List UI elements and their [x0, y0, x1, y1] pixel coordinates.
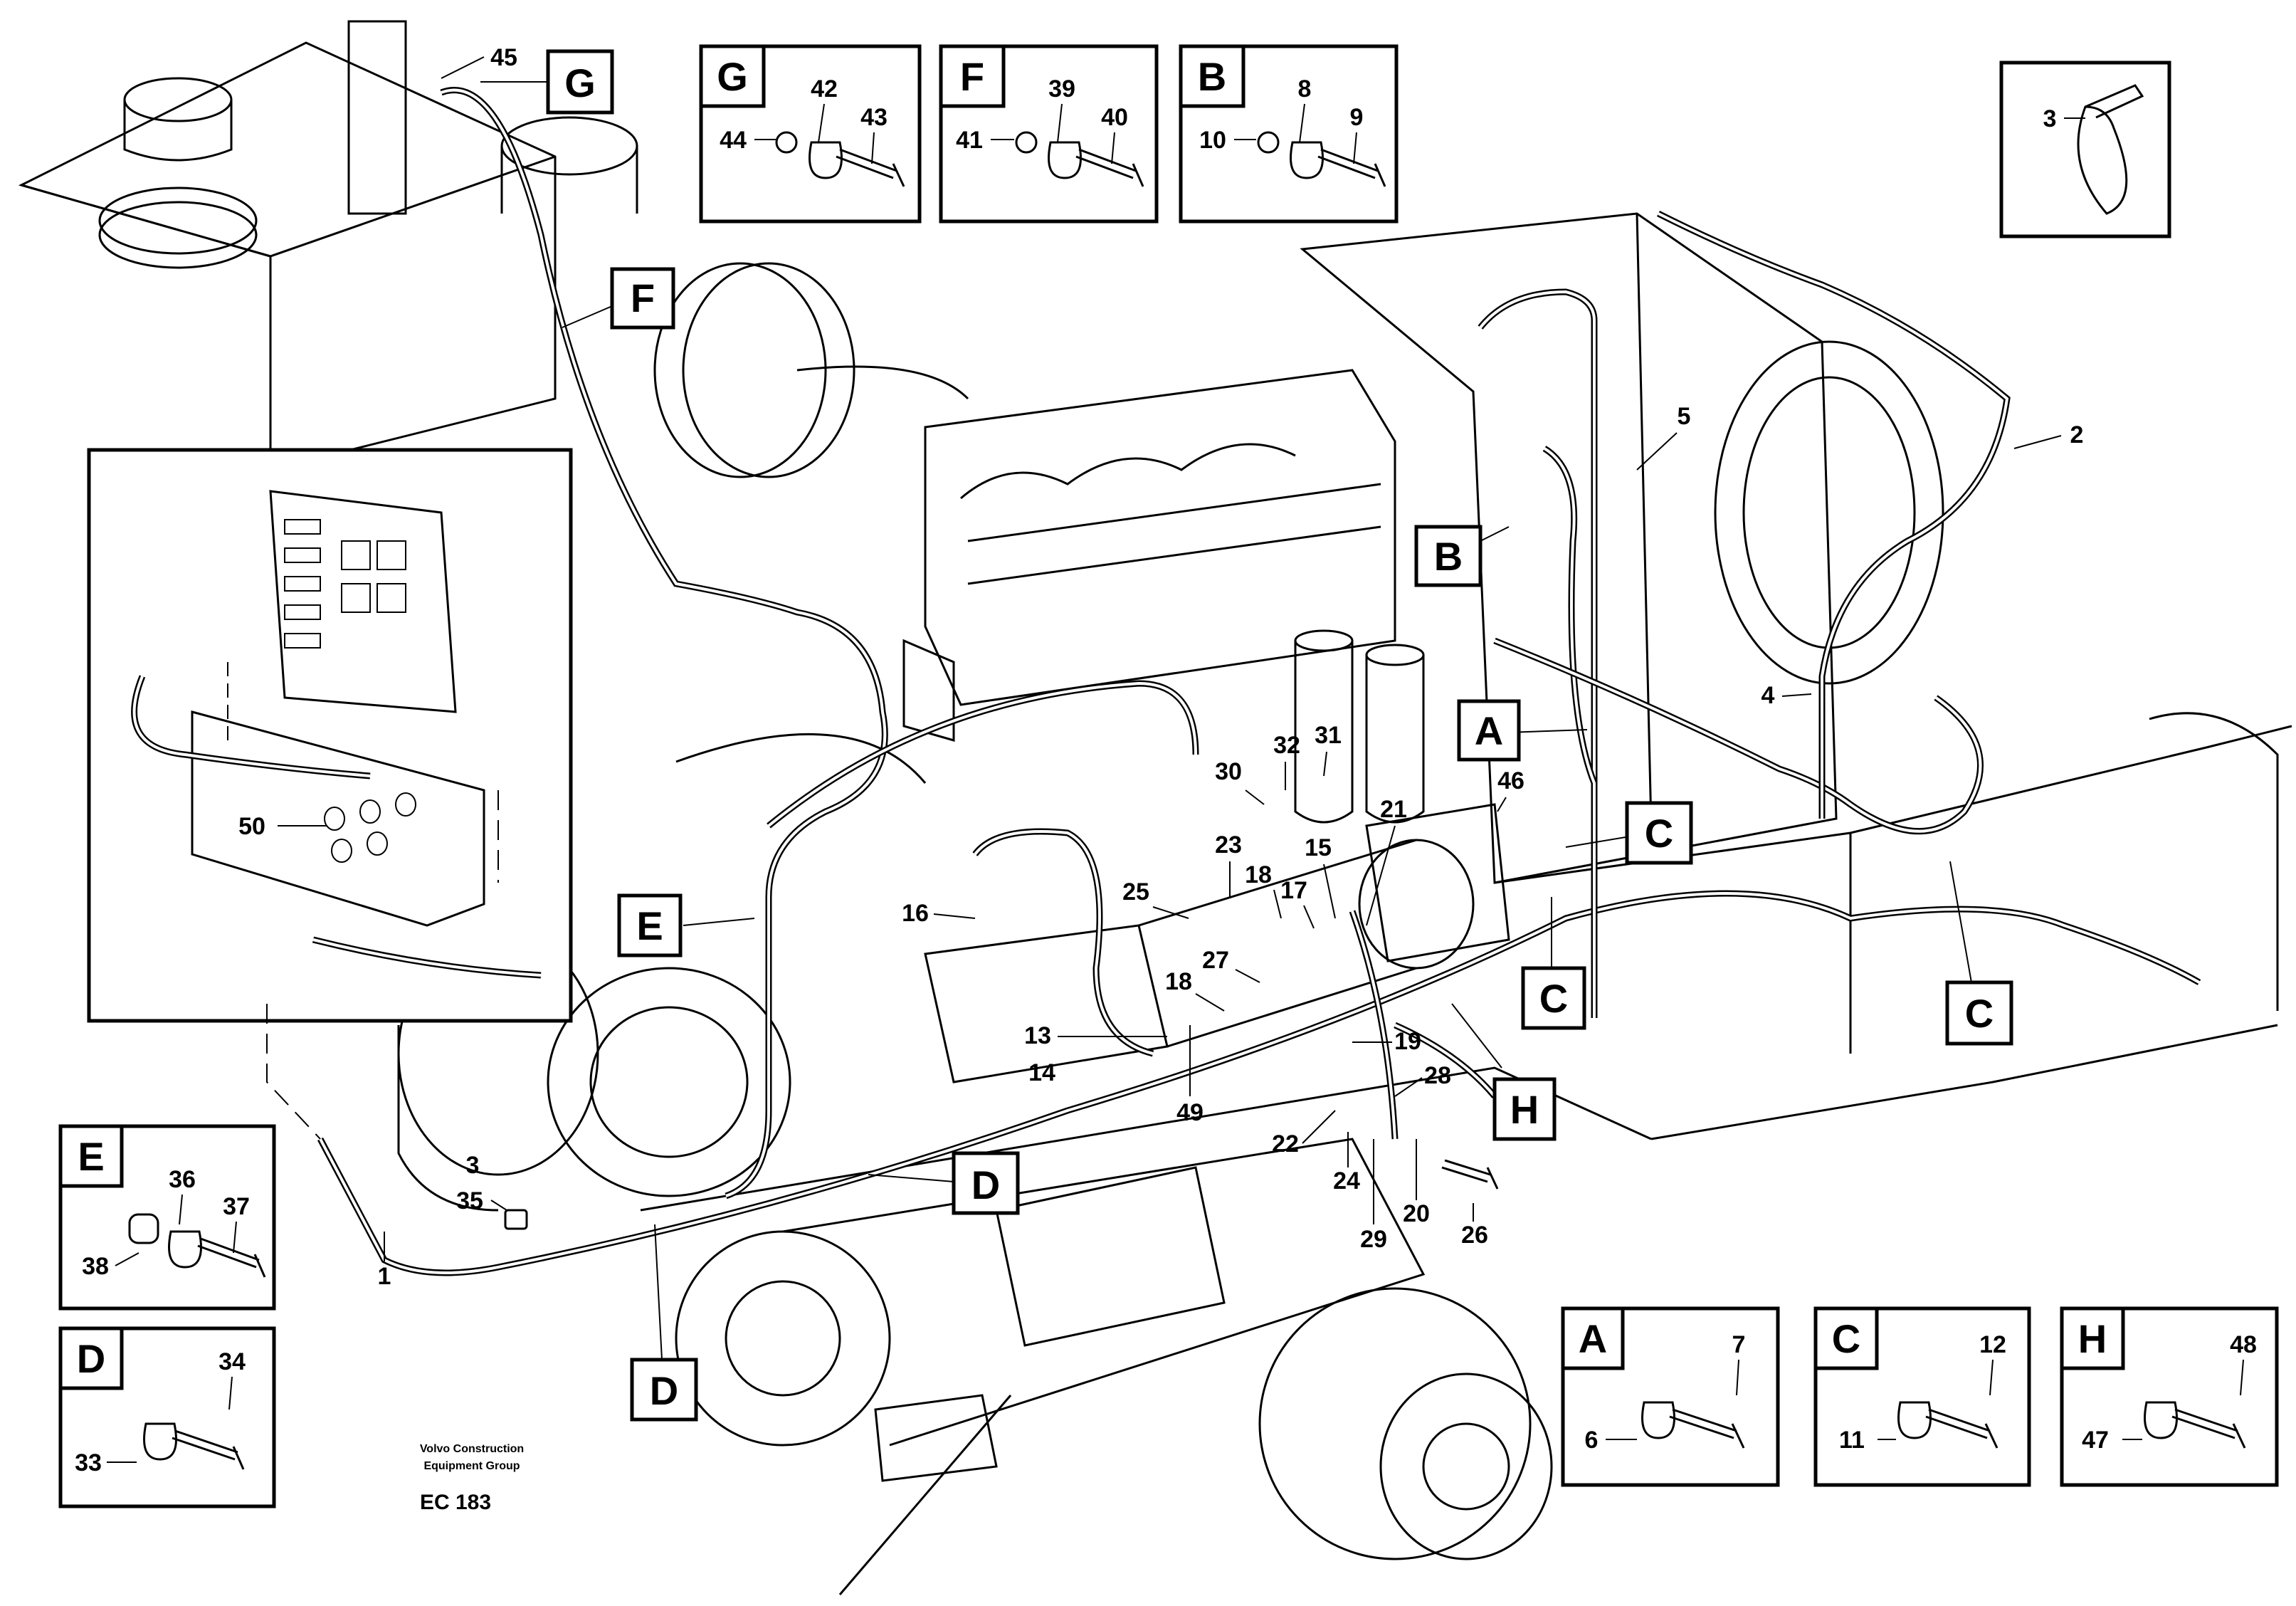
tag-d1-letter: D — [971, 1162, 1000, 1207]
detail-g-letter: G — [717, 54, 748, 99]
detail-d-num-2: 33 — [75, 1449, 102, 1476]
callout-27: 27 — [1202, 947, 1229, 974]
detail-f-num-1: 39 — [1048, 75, 1075, 103]
detail-tie-num-1: 3 — [2043, 105, 2057, 132]
detail-d-num-1: 34 — [218, 1348, 246, 1375]
callout-15: 15 — [1305, 834, 1332, 861]
callout-18b: 18 — [1165, 968, 1192, 995]
detail-box-cable-tie: 3 — [1999, 61, 2171, 238]
detail-e-num-2: 37 — [223, 1193, 250, 1220]
detail-b-num-2: 9 — [1350, 104, 1364, 131]
detail-c-num-1: 12 — [1979, 1331, 2006, 1358]
tag-c2-letter: C — [1539, 976, 1568, 1021]
callout-45: 45 — [490, 44, 517, 71]
callout-13: 13 — [1024, 1022, 1051, 1049]
tag-c1-letter: C — [1645, 811, 1673, 856]
callout-32: 32 — [1273, 732, 1300, 759]
detail-g-num-3: 44 — [720, 127, 747, 154]
detail-a-num-2: 6 — [1585, 1427, 1599, 1454]
tag-d2-letter: D — [650, 1368, 678, 1413]
detail-e-num-3: 38 — [82, 1253, 109, 1280]
detail-h-num-1: 48 — [2230, 1331, 2257, 1358]
tag-c3-letter: C — [1965, 991, 1994, 1036]
callout-19: 19 — [1394, 1028, 1421, 1055]
detail-h-num-2: 47 — [2082, 1427, 2109, 1454]
detail-box-h: H 48 47 — [2060, 1306, 2279, 1487]
detail-box-a: A 7 6 — [1561, 1306, 1780, 1487]
detail-box-c: C 12 11 — [1813, 1306, 2031, 1487]
detail-d-letter: D — [77, 1336, 105, 1381]
tag-g-letter: G — [564, 61, 596, 105]
callout-18a: 18 — [1245, 861, 1272, 888]
detail-g-num-2: 43 — [860, 104, 888, 131]
detail-a-num-1: 7 — [1732, 1331, 1746, 1358]
detail-c-letter: C — [1832, 1316, 1860, 1361]
tag-e-letter: E — [636, 903, 663, 948]
callout-22: 22 — [1272, 1130, 1299, 1158]
tag-a-letter: A — [1475, 708, 1503, 753]
detail-box-d: D 34 33 — [58, 1326, 276, 1508]
callout-14: 14 — [1028, 1059, 1055, 1086]
callout-21: 21 — [1380, 796, 1407, 823]
callout-25: 25 — [1122, 878, 1149, 906]
footer-company-line2: Equipment Group — [423, 1460, 520, 1472]
tag-b-letter: B — [1434, 534, 1463, 579]
footer-company-line1: Volvo Construction — [420, 1443, 524, 1455]
detail-box-f: F 39 40 41 — [939, 44, 1159, 224]
location-tags: G F B A C C C H E D D — [480, 49, 2013, 1422]
callout-28: 28 — [1424, 1062, 1451, 1089]
detail-b-num-1: 8 — [1298, 75, 1312, 103]
callout-2: 2 — [2070, 421, 2084, 448]
detail-f-num-3: 41 — [956, 127, 983, 154]
machine-outline — [18, 20, 2292, 1595]
detail-f-letter: F — [960, 54, 984, 99]
callout-20: 20 — [1403, 1200, 1430, 1227]
detail-h-letter: H — [2078, 1316, 2107, 1361]
tag-f-letter: F — [631, 275, 655, 320]
detail-b-num-3: 10 — [1199, 127, 1226, 154]
callout-35: 35 — [456, 1187, 483, 1214]
detail-box-e: E 36 37 38 — [58, 1124, 276, 1311]
detail-e-num-1: 36 — [169, 1166, 196, 1193]
detail-b-letter: B — [1198, 54, 1226, 99]
callout-1: 1 — [378, 1263, 391, 1290]
footer-credit: Volvo Construction Equipment Group EC 18… — [420, 1443, 524, 1514]
wiring-harness — [317, 87, 2201, 1276]
detail-f-num-2: 40 — [1101, 104, 1128, 131]
detail-e-letter: E — [78, 1134, 104, 1179]
footer-drawing-code: EC 183 — [420, 1491, 491, 1514]
callout-23: 23 — [1215, 831, 1242, 859]
inset-fuse-panel — [87, 448, 573, 1140]
callout-5: 5 — [1678, 403, 1691, 430]
callout-numbers: 45 5 2 4 46 30 32 31 21 23 15 18 17 25 1… — [238, 44, 2083, 1290]
detail-a-letter: A — [1579, 1316, 1607, 1361]
detail-g-num-1: 42 — [811, 75, 838, 103]
callout-30: 30 — [1215, 758, 1242, 785]
callout-24: 24 — [1333, 1167, 1360, 1195]
detail-box-b: B 8 9 10 — [1179, 44, 1399, 224]
callout-4: 4 — [1762, 682, 1775, 709]
callout-31: 31 — [1315, 722, 1342, 749]
tag-h-letter: H — [1510, 1087, 1539, 1132]
callout-46: 46 — [1497, 767, 1524, 794]
callout-17: 17 — [1280, 877, 1307, 904]
detail-box-g: G 42 43 44 — [699, 44, 922, 224]
callout-16: 16 — [902, 900, 929, 927]
callout-29: 29 — [1360, 1226, 1387, 1253]
callout-3: 3 — [466, 1152, 480, 1179]
callout-26: 26 — [1461, 1222, 1488, 1249]
callout-50: 50 — [238, 813, 265, 840]
callout-49: 49 — [1176, 1099, 1204, 1126]
detail-c-num-2: 11 — [1839, 1427, 1865, 1454]
